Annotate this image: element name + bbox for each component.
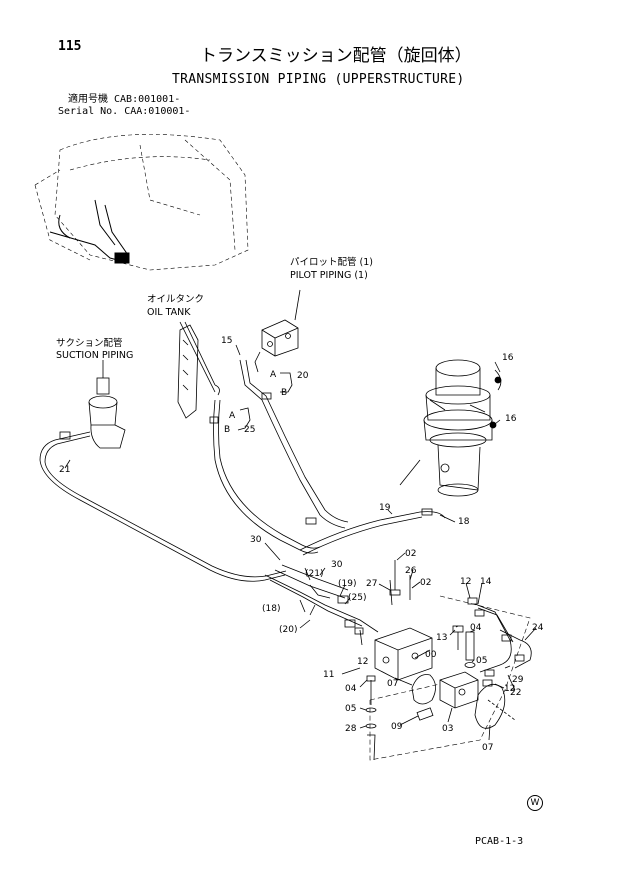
- page-title-japanese: トランスミッション配管（旋回体）: [200, 46, 472, 66]
- label-22: 22: [510, 688, 521, 698]
- label-a-upper: A: [270, 370, 277, 380]
- suction-piping-label-jp: サクション配管: [56, 337, 123, 349]
- pilot-piping-label-en: PILOT PIPING (1): [290, 270, 368, 281]
- label-05-right: 05: [476, 656, 487, 666]
- label-20-paren: (20): [279, 625, 297, 635]
- oil-tank-bracket: [177, 324, 199, 419]
- label-12-left: 12: [357, 657, 368, 667]
- serial-applicable-line: 適用号機 CAB:001001-: [68, 94, 181, 105]
- swing-motor: [423, 359, 493, 497]
- page-title-english: TRANSMISSION PIPING (UPPERSTRUCTURE): [172, 72, 465, 87]
- label-11: 11: [323, 670, 334, 680]
- suction-fitting: [88, 360, 126, 449]
- hose-19: [299, 511, 446, 551]
- label-18: 18: [458, 517, 470, 527]
- label-16-top: 16: [502, 353, 514, 363]
- label-18-paren: (18): [262, 604, 280, 614]
- serial-number-line: Serial No. CAA:010001-: [58, 106, 191, 117]
- machine-outline-sketch: [34, 134, 249, 271]
- label-b-upper: B: [281, 388, 287, 398]
- label-25-paren: (25): [348, 593, 366, 603]
- label-19: 19: [379, 503, 391, 513]
- label-03: 03: [442, 724, 453, 734]
- label-21: 21: [59, 465, 70, 475]
- label-15: 15: [221, 336, 232, 346]
- assembly-dashed-outline: [369, 595, 531, 761]
- label-26: 26: [405, 566, 417, 576]
- pump-block: [439, 671, 479, 709]
- label-24: 24: [532, 623, 544, 633]
- cover-07-lower: [474, 683, 506, 729]
- label-02-upper: 02: [405, 549, 416, 559]
- machine-piping-detail: [49, 199, 130, 264]
- label-28: 28: [345, 724, 357, 734]
- label-16-bottom: 16: [505, 414, 517, 424]
- label-14: 14: [480, 577, 492, 587]
- label-00: 00: [425, 650, 437, 660]
- suction-piping-label-en: SUCTION PIPING: [56, 350, 133, 361]
- label-25: 25: [244, 425, 255, 435]
- label-20: 20: [297, 371, 309, 381]
- label-05-left: 05: [345, 704, 356, 714]
- suction-hose-21: [39, 431, 286, 582]
- label-19-paren: (19): [338, 579, 356, 589]
- label-21-paren: (21): [305, 569, 323, 579]
- label-27: 27: [366, 579, 377, 589]
- label-02-lower: 02: [420, 578, 431, 588]
- label-13: 13: [436, 633, 447, 643]
- label-07-upper: 07: [387, 679, 398, 689]
- oil-tank-label-en: OIL TANK: [147, 307, 191, 318]
- pilot-piping-label-jp: パイロット配管 (1): [290, 256, 373, 268]
- callout-captions: パイロット配管 (1) PILOT PIPING (1) オイルタンク OIL …: [56, 256, 373, 361]
- label-b-lower: B: [224, 425, 230, 435]
- part-labels: 15 20 A B 16 16 A B 25 21 19 18 30 30 (2…: [59, 336, 544, 753]
- oil-tank-label-jp: オイルタンク: [147, 294, 204, 305]
- label-12-top: 12: [460, 577, 471, 587]
- document-code: PCAB-1-3: [475, 836, 524, 847]
- label-a-lower: A: [229, 411, 236, 421]
- label-12-right: 12: [504, 684, 515, 694]
- label-30-right: 30: [331, 560, 343, 570]
- label-30-left: 30: [250, 535, 262, 545]
- label-04-right: 04: [470, 623, 482, 633]
- w-mark-symbol: W: [527, 795, 543, 811]
- page-number: 115: [58, 39, 82, 54]
- pilot-valve-block: [261, 319, 299, 357]
- label-29: 29: [512, 675, 524, 685]
- label-07-lower: 07: [482, 743, 493, 753]
- control-valve-block: [374, 627, 433, 681]
- label-04-left: 04: [345, 684, 357, 694]
- pilot-leader: [294, 289, 301, 321]
- label-09: 09: [391, 722, 403, 732]
- cover-07-upper: [411, 674, 436, 705]
